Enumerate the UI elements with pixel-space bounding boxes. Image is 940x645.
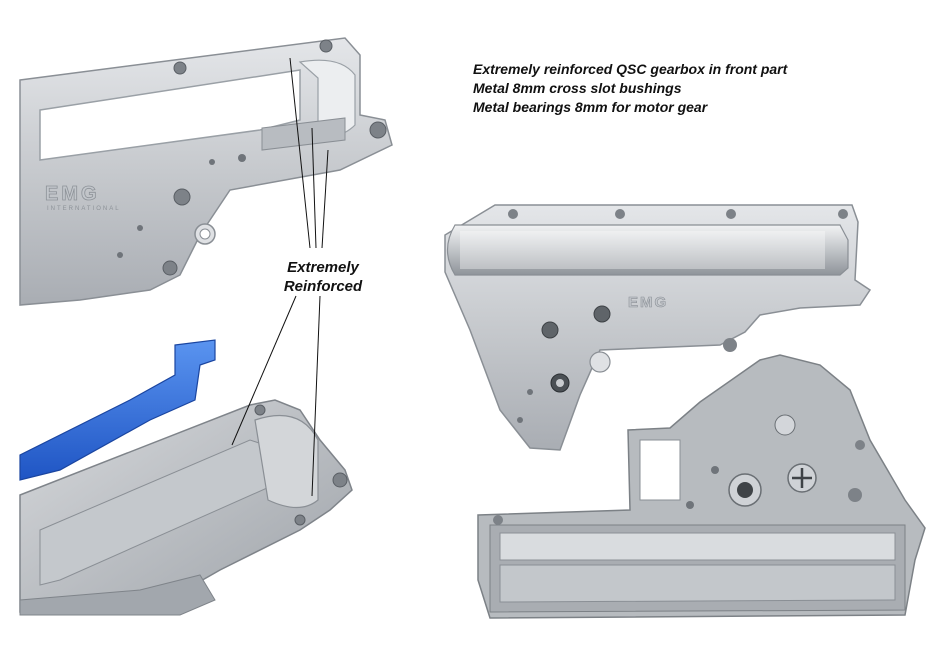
caption-line-bushings: Metal 8mm cross slot bushings [473,80,682,96]
callout-line-2: Reinforced [283,278,363,295]
emg-sub-closeup: INTERNATIONAL [47,206,121,212]
caption-line-reinforced: Extremely reinforced QSC gearbox in fron… [473,61,788,77]
gearbox-half-upper-right: EMG [444,204,872,451]
feature-caption: Extremely reinforced QSC gearbox in fron… [473,60,787,117]
gearbox-half-lower-right [477,354,926,619]
tappet-plate [19,339,216,481]
gearbox-closeup-bottom [19,339,353,616]
caption-line-bearings: Metal bearings 8mm for motor gear [473,99,708,115]
callout-pointer-lines [231,57,329,497]
emg-logo-closeup: EMG [45,183,100,205]
reinforced-callout: Extremely Reinforced [268,258,378,296]
emg-logo-right: EMG [628,294,668,311]
callout-line-1: Extremely [287,259,359,276]
gearbox-closeup-top: EMG INTERNATIONAL [0,0,420,320]
